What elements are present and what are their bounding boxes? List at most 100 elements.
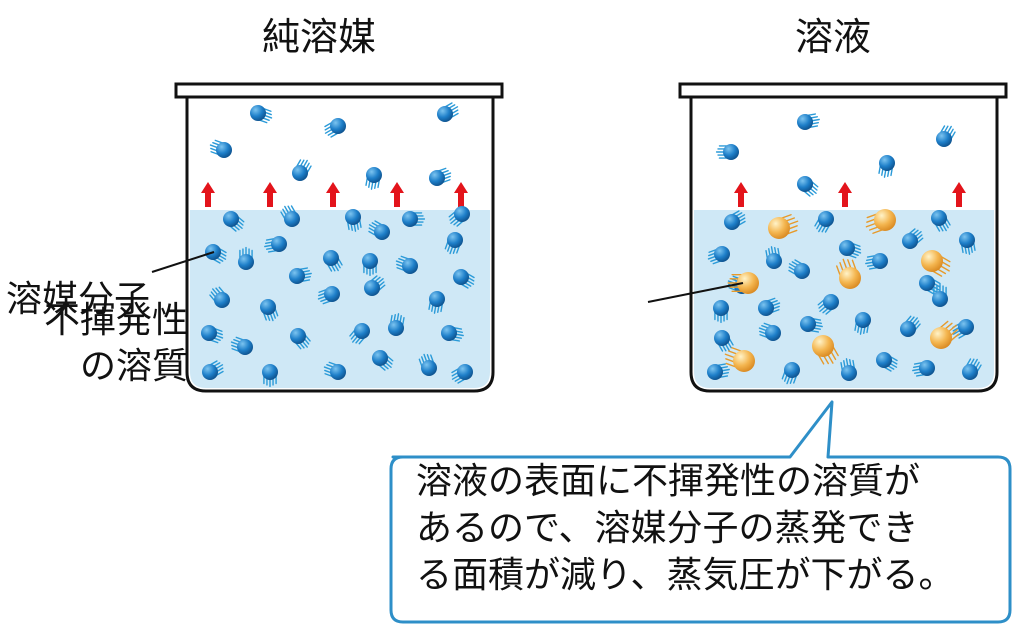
beaker-solution — [678, 82, 1008, 393]
solvent-molecule-icon — [209, 139, 232, 158]
solvent-molecule-icon — [962, 358, 982, 380]
solvent-molecule-icon — [368, 220, 390, 240]
solvent-molecule-icon — [437, 102, 459, 122]
solvent-molecule-icon — [223, 211, 245, 232]
solvent-molecule-icon — [238, 246, 254, 270]
title-solution: 溶液 — [795, 15, 872, 59]
solvent-molecule-icon — [840, 358, 857, 381]
solvent-molecules — [201, 102, 982, 388]
solvent-molecule-icon — [289, 267, 312, 284]
evaporation-arrows-right — [734, 182, 966, 207]
solvent-molecule-icon — [264, 236, 287, 253]
solvent-molecule-icon — [262, 364, 278, 388]
label-solvent-molecule: 溶媒分子 — [6, 279, 151, 320]
callout-bubble — [389, 400, 1012, 624]
solvent-molecule-icon — [372, 350, 394, 371]
solvent-molecule-icon — [453, 269, 475, 289]
solvent-molecule-icon — [876, 352, 898, 372]
solvent-molecule-icon — [260, 299, 279, 322]
beaker-rim-left — [174, 82, 504, 99]
solvent-molecule-icon — [230, 336, 253, 355]
solvent-molecule-icon — [936, 125, 956, 147]
solute-particle-icon — [836, 258, 861, 289]
solvent-molecule-icon — [402, 211, 426, 227]
solvent-molecule-icon — [839, 240, 862, 259]
solute-particles — [724, 209, 960, 372]
solute-particle-icon — [727, 272, 759, 294]
solvent-molecule-icon — [323, 250, 343, 272]
callout-line-2: あるので、溶媒分子の蒸発でき — [416, 508, 919, 549]
solvent-molecule-icon — [902, 228, 924, 249]
solvent-molecule-icon — [201, 325, 224, 344]
solvent-molecule-icon — [364, 275, 386, 296]
solvent-molecule-icon — [854, 312, 871, 335]
solute-particle-icon — [812, 335, 839, 365]
solvent-molecule-icon — [758, 297, 781, 316]
beaker-pure-solvent — [174, 82, 504, 393]
solvent-molecule-icon — [865, 253, 888, 270]
solvent-molecule-icon — [714, 330, 734, 352]
solute-particle-icon — [930, 320, 960, 349]
solvent-molecule-icon — [707, 246, 730, 265]
solvent-molecule-icon — [444, 232, 463, 255]
solvent-molecule-icon — [323, 361, 346, 380]
solvent-molecule-icon — [797, 176, 819, 197]
solvent-molecule-icon — [800, 316, 823, 333]
solvent-molecule-icon — [451, 364, 473, 384]
leader-line-solute — [647, 282, 744, 303]
solvent-molecule-icon — [817, 294, 839, 315]
label-nonvolatile-line1: 不揮発性 — [43, 300, 188, 341]
solvent-molecule-icon — [209, 286, 230, 308]
solvent-molecule-icon — [788, 259, 810, 279]
beaker-wall-left — [185, 97, 495, 393]
liquid-solution — [694, 210, 994, 388]
label-nonvolatile-line2: の溶質 — [79, 346, 188, 387]
callout-line-1: 溶液の表面に不揮発性の溶質が — [416, 461, 921, 502]
solvent-molecule-icon — [428, 291, 445, 314]
solvent-molecule-icon — [441, 325, 464, 342]
solvent-molecule-icon — [317, 286, 340, 305]
title-pure-solvent: 純溶媒 — [262, 15, 377, 59]
solvent-molecule-icon — [365, 167, 382, 190]
solvent-molecule-icon — [758, 322, 781, 341]
arrow-up-icon — [454, 182, 468, 207]
arrow-up-icon — [952, 182, 966, 207]
leader-line-solvent — [151, 251, 215, 273]
solvent-molecule-icon — [713, 300, 729, 324]
solvent-molecule-icon — [959, 232, 976, 255]
solvent-molecule-icon — [362, 253, 378, 277]
solvent-molecule-icon — [912, 360, 935, 377]
arrow-up-icon — [326, 182, 340, 207]
solvent-molecule-icon — [781, 362, 800, 385]
solute-particle-icon — [921, 250, 951, 277]
solvent-molecule-icon — [388, 313, 405, 336]
callout-line-3: る面積が減り、蒸気圧が下がる。 — [416, 555, 955, 596]
beaker-rim-right — [678, 82, 1008, 99]
solvent-molecule-icon — [765, 246, 782, 269]
solute-particle-icon — [768, 214, 799, 239]
solute-particle-icon — [724, 347, 755, 372]
solvent-molecule-icon — [395, 255, 418, 274]
evaporation-arrows-left — [201, 182, 468, 207]
solvent-molecule-icon — [250, 105, 273, 124]
label-nonvolatile-solute: 不揮発性 の溶質 — [44, 298, 188, 390]
solvent-molecule-icon — [290, 328, 311, 350]
solvent-molecule-icon — [724, 210, 746, 230]
solvent-molecule-icon — [814, 211, 834, 233]
solvent-molecule-icon — [448, 206, 470, 227]
solute-particle-icon — [865, 209, 896, 234]
arrow-up-icon — [734, 182, 748, 207]
solvent-molecule-icon — [715, 144, 739, 160]
solvent-molecule-icon — [919, 275, 941, 295]
solvent-molecule-icon — [932, 283, 948, 307]
solvent-molecule-icon — [952, 319, 974, 339]
solvent-molecule-icon — [418, 353, 437, 376]
liquid-pure-solvent — [190, 210, 490, 388]
solvent-molecule-icon — [900, 315, 921, 337]
solvent-molecule-icon — [292, 159, 312, 181]
callout-text: 溶液の表面に不揮発性の溶質が あるので、溶媒分子の蒸発でき る面積が減り、蒸気圧… — [416, 458, 1006, 599]
arrow-up-icon — [201, 182, 215, 207]
arrow-up-icon — [838, 182, 852, 207]
solvent-molecule-icon — [349, 323, 370, 345]
